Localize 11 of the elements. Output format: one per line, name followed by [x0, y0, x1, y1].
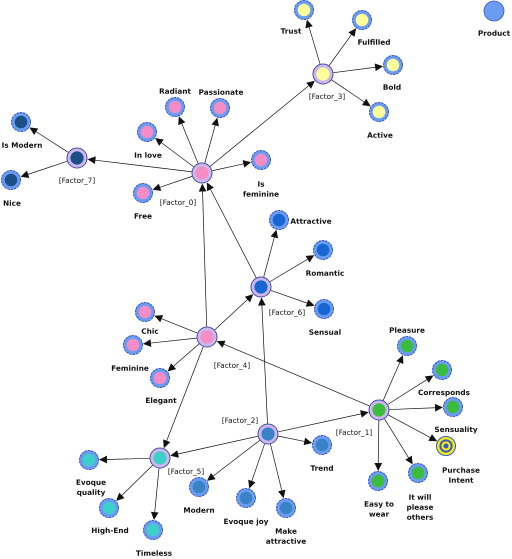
arrow — [328, 28, 356, 66]
arrow — [384, 418, 413, 464]
arrow — [198, 184, 208, 327]
arrow — [20, 160, 68, 178]
arrow — [270, 255, 314, 282]
arrow — [116, 465, 153, 501]
arrow — [210, 80, 315, 167]
arrow — [258, 298, 268, 424]
arrow — [99, 456, 150, 464]
arrow — [168, 344, 200, 372]
arrow — [214, 294, 254, 330]
